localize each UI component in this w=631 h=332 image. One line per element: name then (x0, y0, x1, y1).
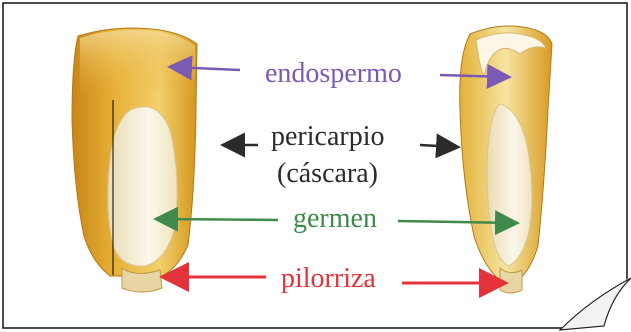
left-kernel-germ (108, 107, 177, 266)
germ-arrow-left (158, 219, 278, 220)
pericarp-label: pericarpio (271, 123, 385, 151)
tip-cap-label: pilorriza (281, 265, 376, 293)
left-kernel-top-highlight (80, 30, 195, 96)
germ-label: germen (293, 205, 377, 233)
endosperm-label: endospermo (265, 60, 402, 88)
pericarp-sublabel: (cáscara) (277, 160, 378, 188)
